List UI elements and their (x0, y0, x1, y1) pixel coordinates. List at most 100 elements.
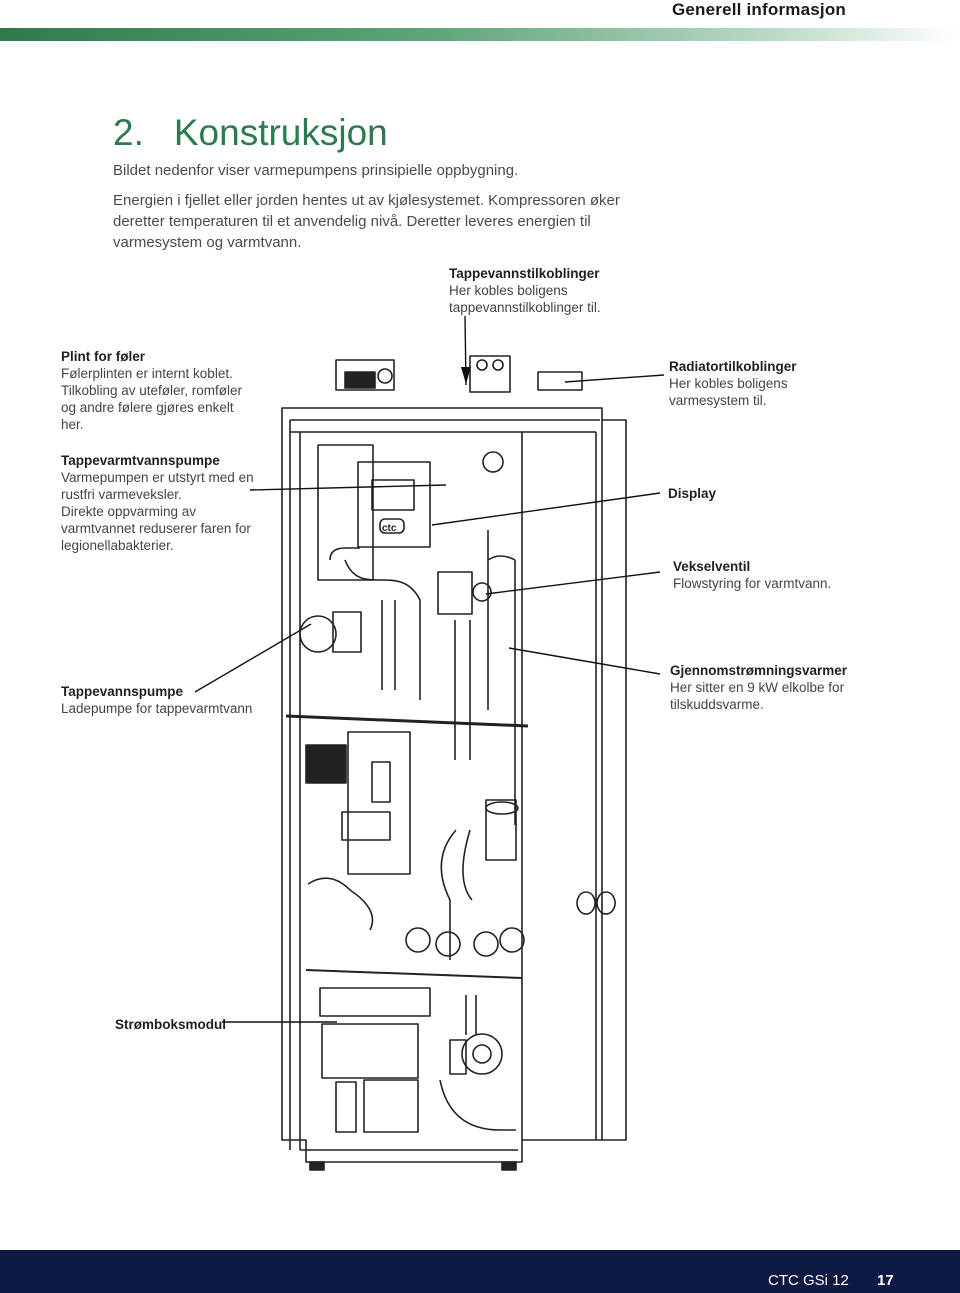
label-line: her. (61, 417, 84, 432)
pipe (307, 877, 374, 931)
label-title: Vekselventil (673, 559, 751, 574)
section-title: 2. Konstruksjon (113, 112, 388, 154)
label-title: Tappevannstilkoblinger (449, 266, 600, 281)
label-title: Radiatortilkoblinger (669, 359, 797, 374)
header-gradient-bar (0, 28, 960, 41)
display-unit (357, 461, 431, 548)
pump-left (299, 615, 337, 653)
label-line: legionellabakterier. (61, 538, 174, 553)
label-line: Tilkobling av uteføler, romføler (61, 383, 243, 398)
footer-page-number: 17 (877, 1272, 894, 1289)
label-line: Følerplinten er internt koblet. (61, 366, 233, 381)
side-holes (576, 891, 616, 915)
contactor-block (321, 1023, 419, 1079)
intro-line: deretter temperaturen til et anvendelig … (113, 213, 591, 230)
fuse-row (319, 987, 431, 1017)
intro-line: Energien i fjellet eller jorden hentes u… (113, 192, 620, 209)
hose (440, 829, 473, 960)
label-display: Display (668, 485, 716, 502)
page-header-title: Generell informasjon (671, 0, 846, 19)
label-gjennomstromningsvarmer: Gjennomstrømningsvarmer Her sitter en 9 … (670, 662, 847, 713)
label-line: Her kobles boligens (669, 376, 788, 391)
charge-pump-center (472, 1044, 492, 1064)
label-tappevarmtvannspumpe: Tappevarmtvannspumpe Varmepumpen er utst… (61, 452, 254, 554)
display-screen (371, 479, 415, 511)
section-number: 2. (113, 112, 144, 153)
section-heading: Konstruksjon (173, 112, 388, 153)
label-line: varmtvannet reduserer faren for (61, 521, 251, 536)
pipe-fitting (476, 359, 488, 371)
relay-block (305, 744, 347, 784)
immersion-heater-cylinder (487, 530, 516, 825)
leader-line-tappevarmtvannspumpe (249, 484, 447, 491)
label-line: varmesystem til. (669, 393, 767, 408)
label-line: Direkte oppvarming av (61, 504, 197, 519)
footer-bar (0, 1250, 960, 1293)
brine-connection (499, 927, 525, 953)
pipe (329, 547, 360, 561)
cabinet-side-edge (521, 420, 603, 1140)
pipe (465, 995, 477, 1035)
pipe (344, 559, 421, 700)
cabinet-frame (289, 419, 600, 1151)
pipe-fitting (492, 359, 504, 371)
leader-line-vekselventil (485, 571, 661, 595)
intro-line: varmesystem og varmtvann. (113, 234, 302, 251)
din-rail (335, 1081, 357, 1133)
brine-connection (435, 931, 461, 957)
charge-pump (461, 1033, 503, 1075)
brine-connection (473, 931, 499, 957)
label-title: Display (668, 486, 717, 501)
top-knob (377, 368, 393, 384)
label-line: tilskuddsvarme. (670, 697, 764, 712)
arrowhead (461, 367, 471, 384)
label-radiatortilkoblinger: Radiatortilkoblinger Her kobles boligens… (669, 358, 797, 409)
label-vekselventil: Vekselventil Flowstyring for varmtvann. (673, 558, 831, 592)
label-line: Varmepumpen er utstyrt med en (61, 470, 254, 485)
label-line: og andre følere gjøres enkelt (61, 400, 234, 415)
diverter-valve (472, 582, 492, 602)
pump-body (332, 611, 362, 653)
brine-connection (405, 927, 431, 953)
label-line: Flowstyring for varmtvann. (673, 576, 832, 591)
left-tank (317, 444, 374, 581)
label-title: Plint for føler (61, 349, 145, 364)
pump-body (449, 1039, 467, 1075)
round-gauge (482, 451, 504, 473)
cabinet-foot (501, 1161, 517, 1171)
label-line: rustfri varmeveksler. (61, 487, 182, 502)
compressor-top (485, 799, 517, 861)
compressor-cap (485, 801, 519, 815)
leader-line-radiator (564, 374, 665, 383)
intro-paragraph-1: Bildet nedenfor viser varmepumpens prins… (113, 162, 519, 179)
label-line: Her kobles boligens (449, 283, 568, 298)
label-line: tappevannstilkoblinger til. (449, 300, 601, 315)
label-plint-for-foler: Plint for føler Følerplinten er internt … (61, 348, 242, 433)
label-line: Her sitter en 9 kW elkolbe for (670, 680, 845, 695)
cabinet-foot (309, 1161, 325, 1171)
terminal-block (341, 811, 391, 841)
pipe (454, 620, 471, 760)
electric-box (363, 1079, 419, 1133)
footer-product-name: CTC GSi 12 (768, 1272, 849, 1289)
label-title: Strømboksmodul (115, 1017, 227, 1032)
label-title: Tappevannspumpe (61, 684, 184, 699)
label-line: Ladepumpe for tappevarmtvann (61, 701, 253, 716)
pipe (439, 1079, 516, 1131)
mid-divider (285, 714, 529, 728)
label-title: Tappevarmtvannspumpe (61, 453, 220, 468)
fuse-block (371, 761, 391, 803)
cabinet-outline (281, 407, 627, 1163)
ctc-logo-box (379, 518, 405, 534)
top-box (335, 359, 395, 391)
label-tappevannspumpe: Tappevannspumpe Ladepumpe for tappevarmt… (61, 683, 252, 717)
intro-paragraph-2: Energien i fjellet eller jorden hentes u… (113, 190, 620, 253)
label-tappevannstilkoblinger: Tappevannstilkoblinger Her kobles bolige… (449, 265, 601, 316)
top-connections (469, 355, 511, 393)
diverter-valve-body (437, 571, 473, 615)
top-terminal-strip (344, 371, 376, 389)
leader-line-gjennomstromning (508, 647, 661, 675)
pipe (381, 600, 396, 690)
ctc-logo: ctc (382, 523, 397, 534)
